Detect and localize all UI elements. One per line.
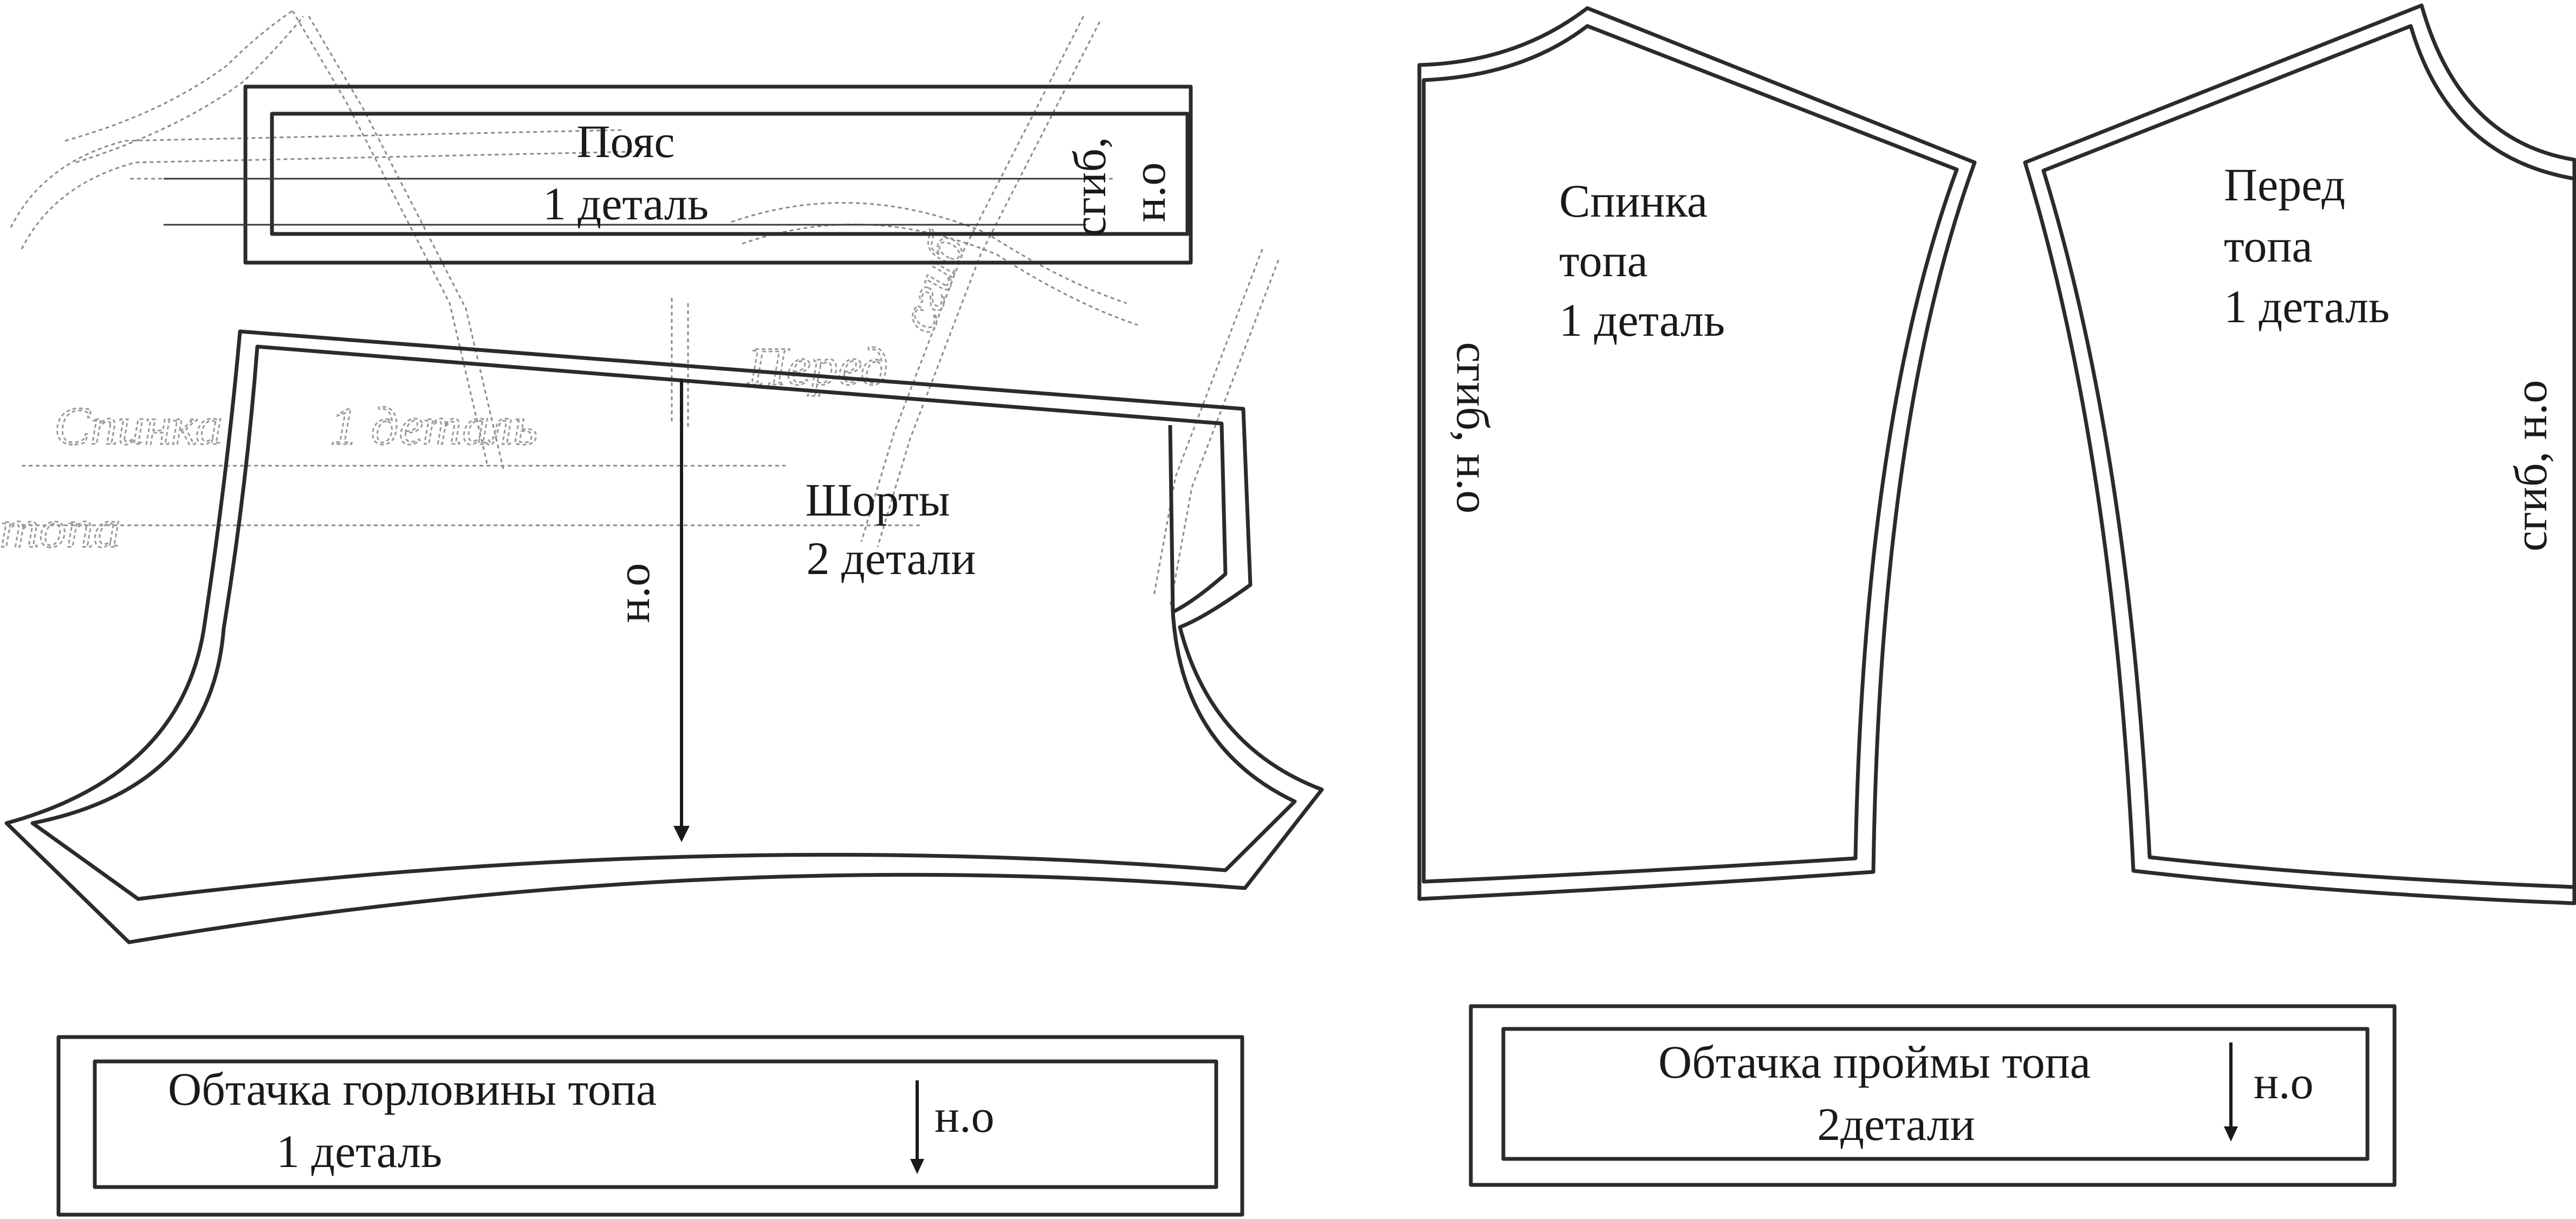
front-top-title-1: Перед (2224, 159, 2345, 211)
belt-fold-label: сгиб, (1063, 137, 1115, 237)
belt-title: Пояс (576, 115, 674, 167)
front-top-inner-outline (2041, 24, 2576, 889)
watermark-word-1: Спинка (54, 396, 223, 456)
belt-count: 1 деталь (543, 178, 709, 230)
armhole-facing-grain-label: н.о (2254, 1057, 2314, 1109)
back-top-piece: Спинка топа 1 деталь сгиб, н.о (1417, 6, 1977, 901)
shorts-title: Шорты (806, 474, 950, 526)
front-top-fold-label: сгиб, н.о (2504, 380, 2556, 552)
belt-inner-outline (270, 112, 1190, 236)
back-top-fold-label: сгиб, н.о (1447, 342, 1499, 514)
neck-facing-inner-outline (93, 1059, 1218, 1189)
back-top-title-1: Спинка (1559, 175, 1708, 227)
armhole-facing-piece: Обтачка проймы топа 2детали н.о (1469, 1004, 2397, 1187)
front-top-title-2: топа (2224, 220, 2313, 272)
watermark-word-2: 1 деталь (330, 396, 537, 456)
shorts-inner-outline (30, 344, 1297, 901)
armhole-facing-count: 2детали (1817, 1098, 1975, 1150)
neck-facing-title: Обтачка горловины топа (168, 1063, 657, 1115)
back-top-inner-outline (1422, 24, 1959, 884)
shorts-outer-outline (4, 329, 1324, 944)
belt-grain-label: н.о (1123, 162, 1175, 223)
neck-facing-count: 1 деталь (276, 1125, 442, 1177)
front-top-piece: Перед топа 1 деталь сгиб, н.о (2023, 3, 2576, 905)
shorts-piece: н.о Шорты 2 детали (4, 329, 1324, 944)
front-top-outer-outline (2023, 3, 2576, 905)
neck-facing-outer-outline (56, 1035, 1244, 1217)
watermark-word-5: топа (0, 499, 120, 559)
belt-outer-outline (243, 84, 1193, 265)
front-top-count: 1 деталь (2224, 281, 2390, 333)
back-top-title-2: топа (1559, 234, 1648, 286)
neck-facing-grain-label: н.о (935, 1090, 995, 1142)
back-top-outer-outline (1417, 6, 1977, 901)
shorts-count: 2 детали (807, 532, 976, 584)
watermark-word-4: сгиб (886, 224, 977, 340)
armhole-facing-inner-outline (1501, 1027, 2370, 1161)
neck-facing-piece: Обтачка горловины топа 1 деталь н.о (56, 1035, 1244, 1217)
belt-piece: Пояс 1 деталь сгиб, н.о (164, 84, 1193, 265)
armhole-facing-outer-outline (1469, 1004, 2397, 1187)
back-top-count: 1 деталь (1559, 294, 1725, 346)
shorts-grain-label: н.о (607, 563, 659, 623)
background-watermark: Спинка 1 деталь Перед сгиб топа (0, 10, 1280, 607)
armhole-facing-title: Обтачка проймы топа (1658, 1036, 2091, 1088)
